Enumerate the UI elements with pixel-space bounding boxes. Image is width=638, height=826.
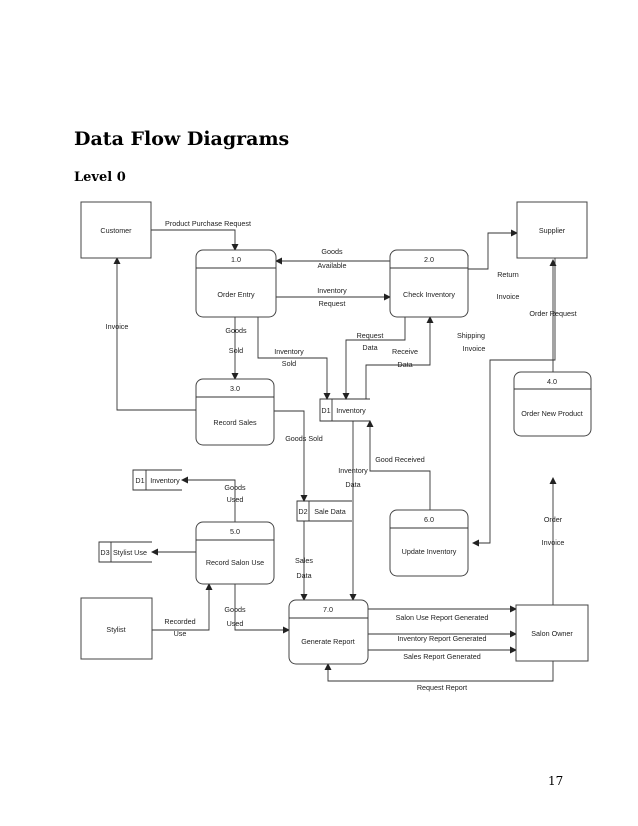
store-d2-sale-data: D2 Sale Data: [296, 500, 352, 522]
store-d1-inventory: D1 Inventory: [319, 398, 370, 422]
process-id: 7.0: [323, 605, 333, 614]
process-5-0: 5.0 Record Salon Use: [195, 521, 275, 585]
entity-label: Salon Owner: [531, 629, 573, 638]
flow-label: Invoice: [497, 292, 520, 301]
flow-label: Data: [296, 571, 311, 580]
store-name: Stylist Use: [113, 548, 147, 557]
level-label: Level 0: [74, 170, 126, 185]
flow-label: Request: [319, 299, 346, 308]
entity-label: Stylist: [106, 625, 125, 634]
flow-label: Inventory: [317, 286, 347, 295]
flow-return-invoice: [468, 229, 518, 270]
flow-label: Used: [227, 619, 244, 628]
flow-label: Sales Report Generated: [403, 652, 481, 661]
entity-stylist: Stylist: [80, 597, 153, 660]
flow-label: Goods: [321, 247, 343, 256]
flow-label: Inventory: [274, 347, 304, 356]
process-name: Order Entry: [217, 290, 255, 299]
store-name: Inventory: [150, 476, 180, 485]
flow-good-received: [366, 420, 431, 510]
flow-labels: Product Purchase Request Goods Available…: [106, 219, 577, 692]
flow-label: Order: [544, 515, 563, 524]
process-name: Check Inventory: [403, 290, 455, 299]
flow-label: Invoice: [106, 322, 129, 331]
flow-label: Request Report: [417, 683, 467, 692]
flow-label: Used: [227, 495, 244, 504]
store-name: Inventory: [336, 406, 366, 415]
flow-label: Sold: [282, 359, 296, 368]
entity-label: Customer: [100, 226, 132, 235]
store-id: D2: [298, 507, 307, 516]
process-id: 1.0: [231, 255, 241, 264]
flow-label: Invoice: [463, 344, 486, 353]
flow-label: Invoice: [542, 538, 565, 547]
flow-label: Data: [397, 360, 412, 369]
store-d3-stylist-use: D3 Stylist Use: [98, 541, 152, 563]
flow-invoice: [113, 257, 196, 411]
flow-label: Request: [357, 331, 384, 340]
flow-goods-used-7: [234, 584, 290, 634]
flow-label: Recorded: [164, 617, 195, 626]
flow-label: Good Received: [375, 455, 425, 464]
process-2-0: 2.0 Check Inventory: [389, 249, 469, 318]
process-name: Record Sales: [213, 418, 257, 427]
flow-label: Available: [317, 261, 346, 270]
process-6-0: 6.0 Update Inventory: [389, 509, 469, 577]
flow-label: Sold: [229, 346, 243, 355]
flow-goods-used-d1: [181, 476, 236, 522]
store-id: D1: [135, 476, 144, 485]
flow-label: Data: [345, 480, 360, 489]
flow-label: Inventory: [338, 466, 368, 475]
page-title: Data Flow Diagrams: [74, 128, 290, 150]
flow-label: Return: [497, 270, 519, 279]
process-id: 4.0: [547, 377, 557, 386]
flow-label: Data: [362, 343, 377, 352]
flow-label: Goods: [225, 326, 247, 335]
flow-request-data: [342, 317, 406, 400]
flow-label: Goods: [224, 605, 246, 614]
flow-label: Sales: [295, 556, 313, 565]
process-id: 3.0: [230, 384, 240, 393]
process-1-0: 1.0 Order Entry: [195, 249, 277, 318]
flow-inventory-sold: [257, 317, 331, 400]
flow-label: Receive: [392, 347, 418, 356]
entity-supplier: Supplier: [516, 201, 588, 259]
flow-goods-sold-d2: [274, 410, 308, 502]
process-name: Update Inventory: [402, 547, 457, 556]
entity-label: Supplier: [539, 226, 566, 235]
flow-label: Shipping: [457, 331, 485, 340]
flow-product-purchase-request: [151, 229, 239, 251]
flow-shipping-invoice: [472, 258, 556, 547]
store-id: D1: [321, 406, 330, 415]
flow-label: Product Purchase Request: [165, 219, 251, 228]
flow-label: Order Request: [529, 309, 576, 318]
store-id: D3: [100, 548, 109, 557]
flow-label: Goods Sold: [285, 434, 323, 443]
process-name: Record Salon Use: [206, 558, 264, 567]
store-d1-inventory-left: D1 Inventory: [132, 469, 182, 491]
process-name: Generate Report: [301, 637, 355, 646]
entity-customer: Customer: [80, 201, 152, 259]
process-id: 6.0: [424, 515, 434, 524]
flow-recorded-use: [152, 583, 213, 631]
entity-salon-owner: Salon Owner: [515, 604, 589, 662]
page-number: 17: [548, 774, 564, 788]
flow-label: Use: [174, 629, 187, 638]
process-id: 5.0: [230, 527, 240, 536]
process-id: 2.0: [424, 255, 434, 264]
process-3-0: 3.0 Record Sales: [195, 378, 275, 446]
process-7-0: 7.0 Generate Report: [288, 599, 369, 665]
process-name: Order New Product: [521, 409, 583, 418]
store-name: Sale Data: [314, 507, 346, 516]
flow-label: Salon Use Report Generated: [396, 613, 489, 622]
flow-receive-data: [365, 316, 434, 399]
flow-request-report: [324, 661, 554, 682]
process-4-0: 4.0 Order New Product: [513, 371, 592, 437]
flow-label: Goods: [224, 483, 246, 492]
flow-label: Inventory Report Generated: [397, 634, 486, 643]
